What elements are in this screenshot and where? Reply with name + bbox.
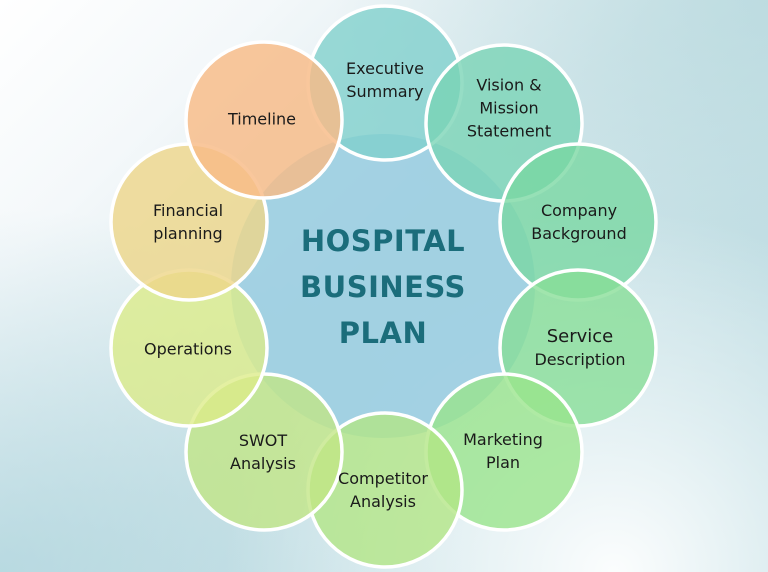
label-line: Plan xyxy=(485,453,521,472)
label-line: Mission xyxy=(479,98,539,118)
label-line: Competitor xyxy=(338,469,428,488)
title-line-2: BUSINESS xyxy=(300,270,466,304)
label-line: Vision & xyxy=(476,75,542,95)
label-marketing-plan: Marketing Plan xyxy=(433,428,573,474)
label-operations: Operations xyxy=(118,338,258,361)
label-swot-analysis: SWOT Analysis xyxy=(193,429,333,475)
label-line: Analysis xyxy=(350,492,416,511)
label-line: Financial xyxy=(152,201,224,220)
label-line: Background xyxy=(531,224,627,243)
label-line: Executive xyxy=(346,59,424,78)
label-line: Statement xyxy=(466,121,552,141)
page-title: HOSPITAL BUSINESS PLAN xyxy=(263,218,503,356)
label-line: planning xyxy=(153,224,223,243)
label-line: Company xyxy=(540,201,618,220)
center-hub xyxy=(231,134,535,438)
label-line: Summary xyxy=(346,82,424,101)
label-line: Service xyxy=(546,326,614,347)
label-vision-mission: Vision & Mission Statement xyxy=(439,74,579,143)
label-line: Description xyxy=(534,350,626,369)
node-timeline xyxy=(184,40,344,200)
label-competitor-analysis: Competitor Analysis xyxy=(313,467,453,513)
title-line-3: PLAN xyxy=(338,316,428,350)
label-company-background: Company Background xyxy=(509,199,649,245)
label-line: Marketing xyxy=(463,430,543,449)
label-timeline: Timeline xyxy=(192,108,332,131)
label-service-description: Service Description xyxy=(510,325,650,371)
label-financial-planning: Financial planning xyxy=(118,199,258,245)
title-line-1: HOSPITAL xyxy=(300,224,466,258)
label-line: Timeline xyxy=(227,109,297,129)
label-line: Analysis xyxy=(230,454,296,473)
label-executive-summary: Executive Summary xyxy=(315,57,455,103)
label-line: SWOT xyxy=(238,431,288,450)
label-line: Operations xyxy=(144,339,232,359)
